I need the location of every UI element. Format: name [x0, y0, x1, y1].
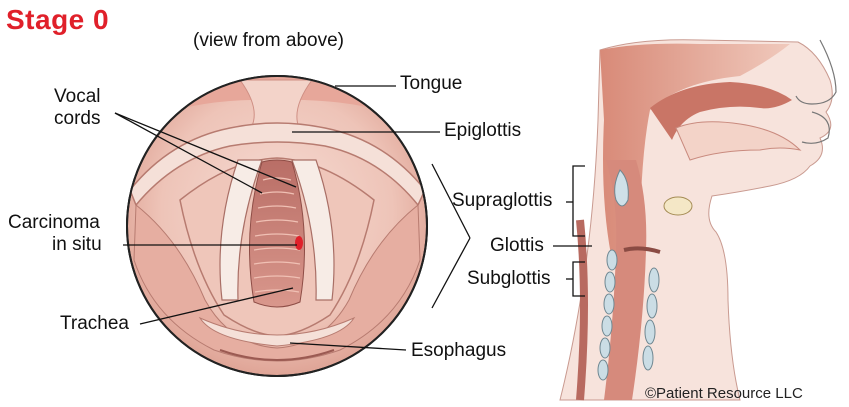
label-carcinoma-2: in situ — [52, 234, 102, 255]
label-epiglottis: Epiglottis — [444, 120, 522, 141]
stage-title: Stage 0 — [6, 4, 110, 35]
label-supraglottis: Supraglottis — [452, 190, 553, 211]
label-vocal-cords-1: Vocal — [54, 86, 101, 107]
label-glottis: Glottis — [490, 235, 544, 256]
leader-lines — [114, 85, 471, 351]
label-vocal-cords-2: cords — [54, 108, 101, 129]
region-brackets — [553, 165, 592, 297]
label-tongue: Tongue — [400, 73, 463, 94]
view-caption: (view from above) — [193, 30, 344, 51]
label-esophagus: Esophagus — [411, 340, 507, 361]
label-carcinoma-1: Carcinoma — [8, 212, 100, 233]
side-profile — [559, 39, 837, 401]
copyright-text: ©Patient Resource LLC — [645, 385, 803, 402]
label-subglottis: Subglottis — [467, 268, 551, 289]
label-trachea: Trachea — [60, 313, 129, 334]
carcinoma-spot — [295, 236, 303, 250]
larynx-top-view — [126, 75, 428, 377]
